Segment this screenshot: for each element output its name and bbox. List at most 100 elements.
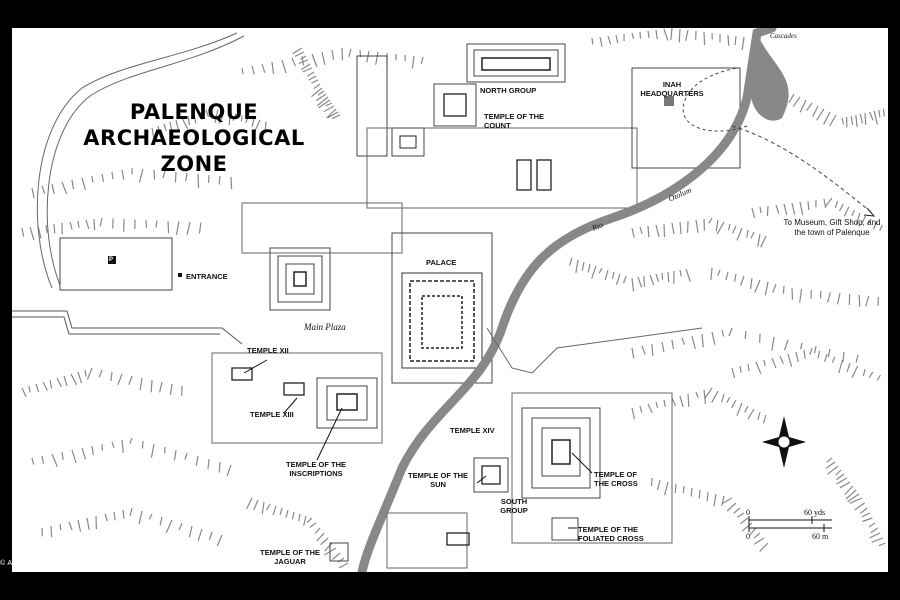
terrain-hatch: [754, 279, 761, 293]
terrain-hatch: [691, 335, 696, 350]
terrain-hatch: [806, 102, 813, 111]
terrain-hatch: [568, 257, 573, 266]
terrain-hatch: [872, 221, 878, 230]
scale-label-yds: 60 yds: [804, 508, 826, 517]
terrain-hatch: [655, 224, 660, 238]
terrain-hatch: [783, 339, 789, 351]
terrain-hatch: [757, 411, 761, 420]
terrain-hatch: [300, 63, 311, 71]
terrain-hatch: [882, 108, 885, 117]
terrain-hatch: [337, 557, 345, 563]
terrain-hatch: [731, 225, 737, 234]
terrain-hatch: [49, 379, 53, 389]
terrain-hatch: [771, 357, 777, 369]
terrain-hatch: [151, 127, 155, 139]
terrain-hatch: [53, 223, 56, 234]
terrain-hatch: [581, 261, 585, 271]
terrain-hatch: [862, 368, 866, 377]
terrain-hatch: [655, 29, 658, 40]
terrain-hatch: [787, 353, 793, 367]
terrain-hatch: [71, 179, 75, 190]
terrain-hatch: [721, 495, 725, 507]
terrain-hatch: [817, 350, 821, 359]
terrain-hatch: [216, 534, 223, 547]
terrain-hatch: [294, 51, 305, 57]
terrain-hatch: [320, 537, 329, 546]
terrain-hatch: [121, 439, 124, 453]
terrain-hatch: [91, 175, 94, 183]
terrain-hatch: [862, 517, 873, 523]
terrain-hatch: [710, 267, 713, 280]
terrain-hatch: [623, 275, 627, 284]
terrain-hatch: [851, 209, 855, 216]
terrain-hatch: [251, 65, 255, 75]
terrain-hatch: [311, 87, 323, 98]
terrain-hatch: [375, 51, 379, 65]
terrain-hatch: [264, 121, 267, 131]
map-canvas: PALENQUE ARCHAEOLOGICAL ZONE NORTH GROUP…: [12, 28, 888, 572]
terrain-hatch: [649, 274, 655, 286]
terrain-hatch: [748, 527, 757, 536]
terrain-hatch: [188, 525, 193, 538]
terrain-hatch: [838, 359, 843, 374]
terrain-hatch: [187, 115, 190, 126]
terrain-hatch: [138, 168, 144, 183]
terrain-hatch: [721, 329, 725, 337]
terrain-hatch: [198, 222, 202, 234]
terrain-hatch: [847, 493, 860, 503]
terrain-hatch: [631, 407, 635, 420]
terrain-hatch: [706, 491, 709, 502]
terrain-hatch: [159, 381, 163, 393]
compass-rose-icon: [762, 416, 806, 468]
terrain-hatch: [631, 32, 635, 39]
terrain-hatch: [150, 379, 153, 393]
terrain-hatch: [218, 110, 225, 124]
terrain-hatch: [671, 222, 675, 235]
terrain-hatch: [266, 503, 271, 511]
terrain-hatch: [129, 437, 133, 444]
terrain-hatch: [326, 108, 337, 119]
terrain-hatch: [31, 187, 35, 199]
terrain-hatch: [715, 219, 719, 232]
terrain-hatch: [240, 115, 243, 122]
terrain-hatch: [762, 414, 767, 424]
terrain-hatch: [861, 512, 871, 518]
label-main-plaza: Main Plaza: [304, 322, 346, 332]
terrain-hatch: [61, 451, 64, 460]
terrain-hatch: [281, 59, 287, 74]
terrain-hatch: [845, 489, 857, 500]
terrain-hatch: [799, 288, 803, 303]
terrain-hatch: [197, 173, 200, 188]
terrain-hatch: [207, 458, 210, 469]
terrain-hatch: [85, 219, 90, 230]
terrain-hatch: [246, 497, 253, 510]
terrain-hatch: [650, 477, 653, 487]
terrain-hatch: [859, 507, 868, 514]
terrain-hatch: [734, 273, 737, 282]
scale-zero-m: 0: [746, 532, 750, 541]
label-entrance: ENTRANCE: [186, 272, 228, 281]
terrain-hatch: [851, 365, 859, 379]
terrain-hatch: [332, 552, 341, 560]
terrain-hatch: [254, 119, 261, 132]
terrain-hatch: [713, 493, 717, 507]
terrain-hatch: [728, 327, 733, 337]
terrain-hatch: [834, 200, 839, 209]
parking-icon: P: [109, 257, 114, 263]
terrain-hatch: [681, 337, 686, 345]
terrain-hatch: [199, 111, 203, 120]
terrain-hatch: [671, 397, 676, 406]
label-temple-jaguar: TEMPLE OF THE JAGUAR: [260, 548, 320, 566]
terrain-hatch: [816, 108, 825, 121]
terrain-hatch: [759, 542, 769, 552]
label-temple-inscriptions: TEMPLE OF THE INSCRIPTIONS: [286, 460, 346, 478]
terrain-hatch: [63, 375, 68, 387]
terrain-hatch: [245, 116, 249, 124]
terrain-hatch: [637, 276, 643, 288]
terrain-hatch: [302, 67, 313, 73]
terrain-hatch: [306, 71, 315, 77]
terrain-hatch: [86, 517, 90, 531]
terrain-hatch: [21, 227, 25, 237]
terrain-hatch: [721, 497, 733, 505]
terrain-hatch: [111, 171, 114, 180]
